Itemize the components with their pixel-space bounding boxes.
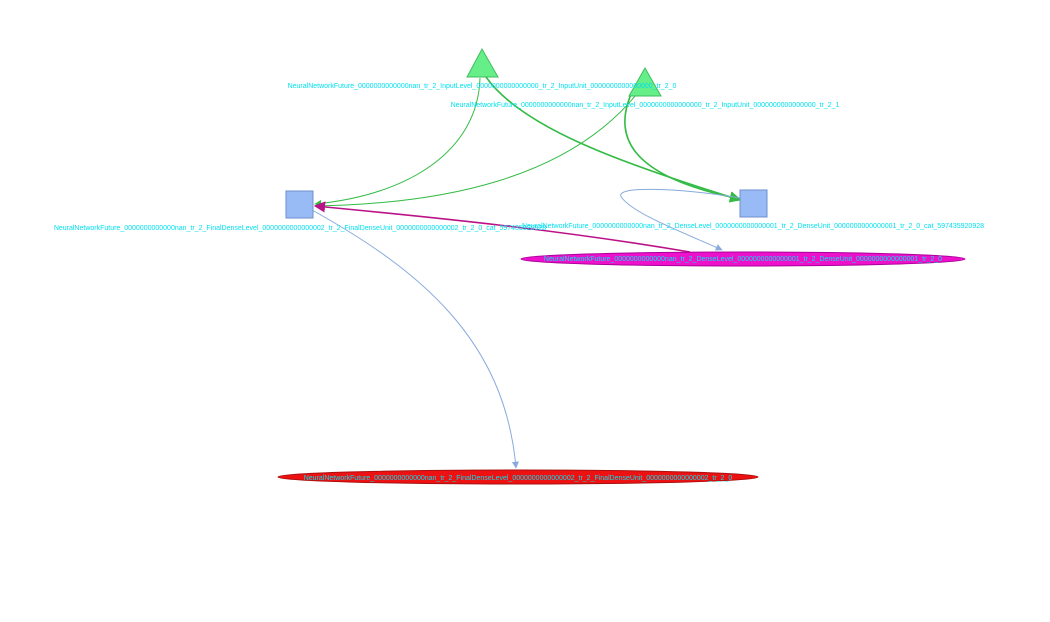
input-node-0-label: NeuralNetworkFuture_0000000000000nan_tr_… <box>288 83 677 90</box>
edge-input1-to-dense-square[interactable] <box>624 91 742 203</box>
final-dense-square-node[interactable] <box>285 190 314 219</box>
edge-input0-to-final-square[interactable] <box>314 77 481 207</box>
final-dense-square-label: NeuralNetworkFuture_0000000000000nan_tr_… <box>54 225 546 232</box>
edges-layer <box>311 76 742 469</box>
dense-square-label: NeuralNetworkFuture_0000000000000nan_tr_… <box>522 223 984 230</box>
edge-dense-square-to-dense-ellipse[interactable] <box>620 188 741 251</box>
edge-dense-ellipse-to-final-square[interactable] <box>313 201 691 253</box>
dense-unit-ellipse-node[interactable] <box>520 251 966 267</box>
input-node-1-triangle[interactable] <box>628 66 662 97</box>
dense-square-node[interactable] <box>739 189 768 218</box>
final-dense-unit-ellipse-label: NeuralNetworkFuture_0000000000000nan_tr_… <box>304 475 733 482</box>
input-node-1-label: NeuralNetworkFuture_0000000000000nan_tr_… <box>451 102 840 109</box>
labels-layer: NeuralNetworkFuture_0000000000000nan_tr_… <box>54 83 984 482</box>
nodes-layer <box>277 47 966 485</box>
dense-unit-ellipse-label: NeuralNetworkFuture_0000000000000nan_tr_… <box>544 256 942 263</box>
input-node-0-triangle[interactable] <box>466 47 499 78</box>
edge-input1-to-final-square[interactable] <box>314 89 641 210</box>
final-dense-unit-ellipse-node[interactable] <box>277 469 759 485</box>
edge-final-square-to-final-ellipse[interactable] <box>311 209 519 469</box>
edge-input0-to-dense-square[interactable] <box>485 76 742 203</box>
